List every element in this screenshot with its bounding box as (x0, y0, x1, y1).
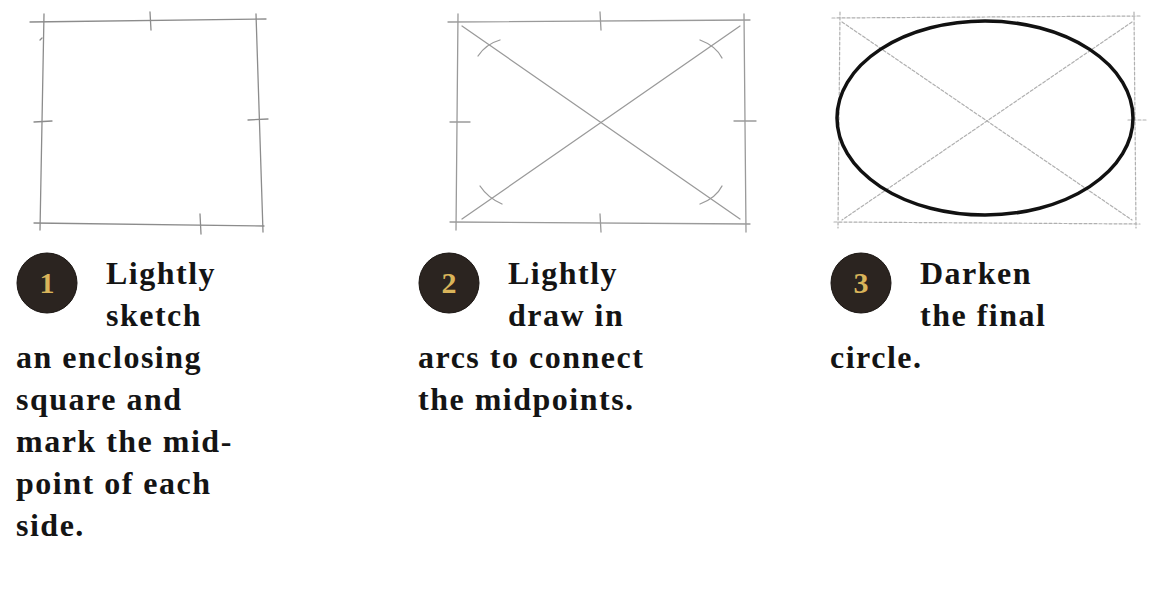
badge-disc (17, 253, 77, 313)
step-column: 1Lightly sketch an enclosing square and … (16, 252, 241, 546)
step-instruction: Darken the final circle. (830, 252, 1068, 378)
step-number-badge: 2 (418, 252, 480, 314)
step-number-badge: 1 (16, 252, 78, 314)
step-column: 2Lightly draw in arcs to connect the mid… (418, 252, 658, 420)
final-square-sketch (832, 12, 1146, 228)
callout-number: 1 (16, 252, 78, 314)
step-number-badge: 3 (830, 252, 892, 314)
callout-number: 3 (830, 252, 892, 314)
callout-number: 2 (418, 252, 480, 314)
enclosing-square-sketch (30, 12, 268, 234)
step-column: 3Darken the final circle. (830, 252, 1068, 378)
badge-disc (419, 253, 479, 313)
badge-disc (831, 253, 891, 313)
arcs-square-sketch (448, 12, 756, 232)
final-circle (837, 21, 1133, 215)
step-instruction: Lightly draw in arcs to connect the midp… (418, 252, 658, 420)
step-instruction: Lightly sketch an enclosing square and m… (16, 252, 241, 546)
